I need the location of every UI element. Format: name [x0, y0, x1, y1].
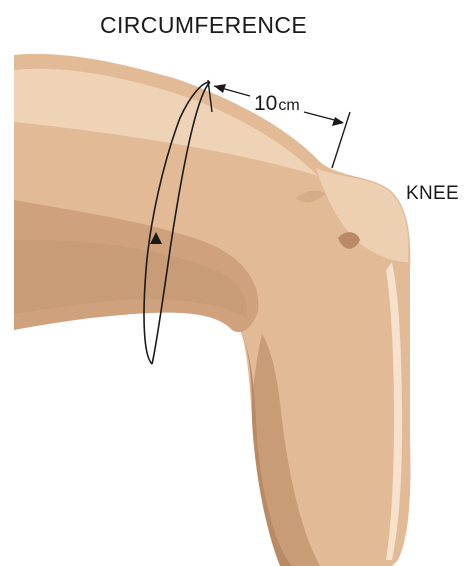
knee-label: KNEE — [406, 183, 459, 205]
measurement-value: 10 — [254, 92, 277, 115]
diagram-title: CIRCUMFERENCE — [100, 12, 307, 39]
measurement-unit: cm — [278, 97, 299, 114]
measurement-label: 10cm — [254, 92, 300, 116]
